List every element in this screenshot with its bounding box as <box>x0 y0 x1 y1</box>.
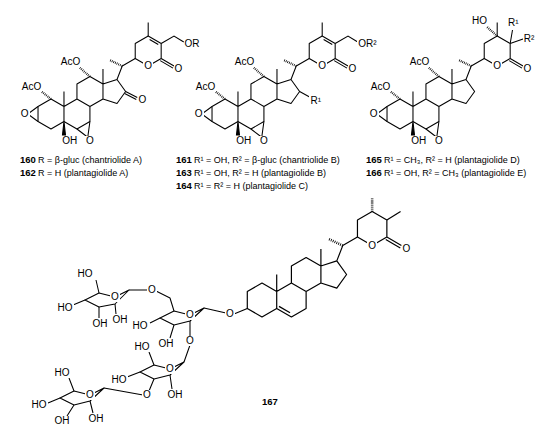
atom-label: O <box>369 109 379 119</box>
caption-text: R = H (plantagiolide A) <box>38 169 128 178</box>
molecule-161 <box>202 23 358 138</box>
atom-label: OR² <box>357 39 377 49</box>
atom-label: O <box>143 61 153 71</box>
atom-label: O <box>20 109 30 119</box>
atom-label: HO <box>31 400 48 410</box>
caption-text: R¹ = OH, R² = H (plantagiolide B) <box>194 169 326 178</box>
atom-label: OH <box>410 136 427 146</box>
caption-text: R¹ = CH₃, R² = H (plantagiolide D) <box>384 156 520 165</box>
atom-label: O <box>142 390 152 400</box>
molecule-165 <box>377 23 523 138</box>
atom-label: HO <box>57 303 74 313</box>
atom-label: OR <box>184 39 201 49</box>
caption-text: R = β-gluc (chantriolide A) <box>38 156 142 165</box>
atom-label: O <box>523 64 533 74</box>
atom-label: HO <box>77 269 94 279</box>
atom-label: O <box>194 109 204 119</box>
atom-label: OH <box>61 136 78 146</box>
atom-label: O <box>165 364 175 374</box>
atom-label: O <box>85 390 95 400</box>
atom-label: AcO <box>409 57 430 67</box>
compound-number: 166 <box>366 168 382 178</box>
compound-number: 162 <box>20 168 36 178</box>
atom-label: O <box>85 136 95 146</box>
atom-label: OH <box>167 390 184 400</box>
atom-label: O <box>110 292 120 302</box>
atom-label: AcO <box>21 82 42 92</box>
atom-label: AcO <box>195 82 216 92</box>
atom-label: O <box>259 136 269 146</box>
atom-label: AcO <box>234 57 255 67</box>
caption-text: R¹ = OH, R² = CH₃ (plantagiolide E) <box>384 169 526 178</box>
atom-label: R¹ <box>507 18 520 28</box>
atom-label: HO <box>111 375 128 385</box>
atom-label: AcO <box>370 82 391 92</box>
sugar-chain <box>48 280 247 416</box>
atom-label: O <box>434 136 444 146</box>
atom-label: O <box>317 61 327 71</box>
compound-number: 160 <box>20 155 36 165</box>
caption-text: R¹ = OH, R² = β-gluc (chantriolide B) <box>194 156 340 165</box>
atom-label: OH <box>112 315 129 325</box>
atom-label: OH <box>92 319 109 329</box>
atom-label: HO <box>471 16 488 26</box>
atom-label: OH <box>54 416 71 426</box>
atom-label: HO <box>132 321 149 331</box>
atom-label: O <box>492 61 502 71</box>
compound-number: 161 <box>176 155 192 165</box>
atom-label: O <box>138 95 148 105</box>
atom-label: R² <box>523 34 536 44</box>
atom-label: OH <box>158 339 175 349</box>
atom-label: HO <box>54 368 71 378</box>
atom-label: R¹ <box>309 96 322 106</box>
atom-label: O <box>174 64 184 74</box>
compound-number: 167 <box>262 397 278 407</box>
atom-label: OH <box>88 414 105 424</box>
atom-label: O <box>225 309 235 319</box>
molecule-167-aglycone <box>247 198 401 317</box>
atom-label: O <box>147 285 157 295</box>
atom-label: O <box>402 244 412 254</box>
atom-label: O <box>367 241 377 251</box>
compound-number: 165 <box>366 155 382 165</box>
atom-label: HO <box>134 342 151 352</box>
atom-label: AcO <box>60 57 81 67</box>
molecule-160 <box>28 23 184 138</box>
compound-number: 164 <box>176 181 192 191</box>
atom-label: O <box>185 310 195 320</box>
compound-number: 163 <box>176 168 192 178</box>
atom-label: OH <box>235 136 252 146</box>
atom-label: O <box>185 336 195 346</box>
atom-label: O <box>348 64 358 74</box>
caption-text: R¹ = R² = H (plantagiolide C) <box>194 182 308 191</box>
